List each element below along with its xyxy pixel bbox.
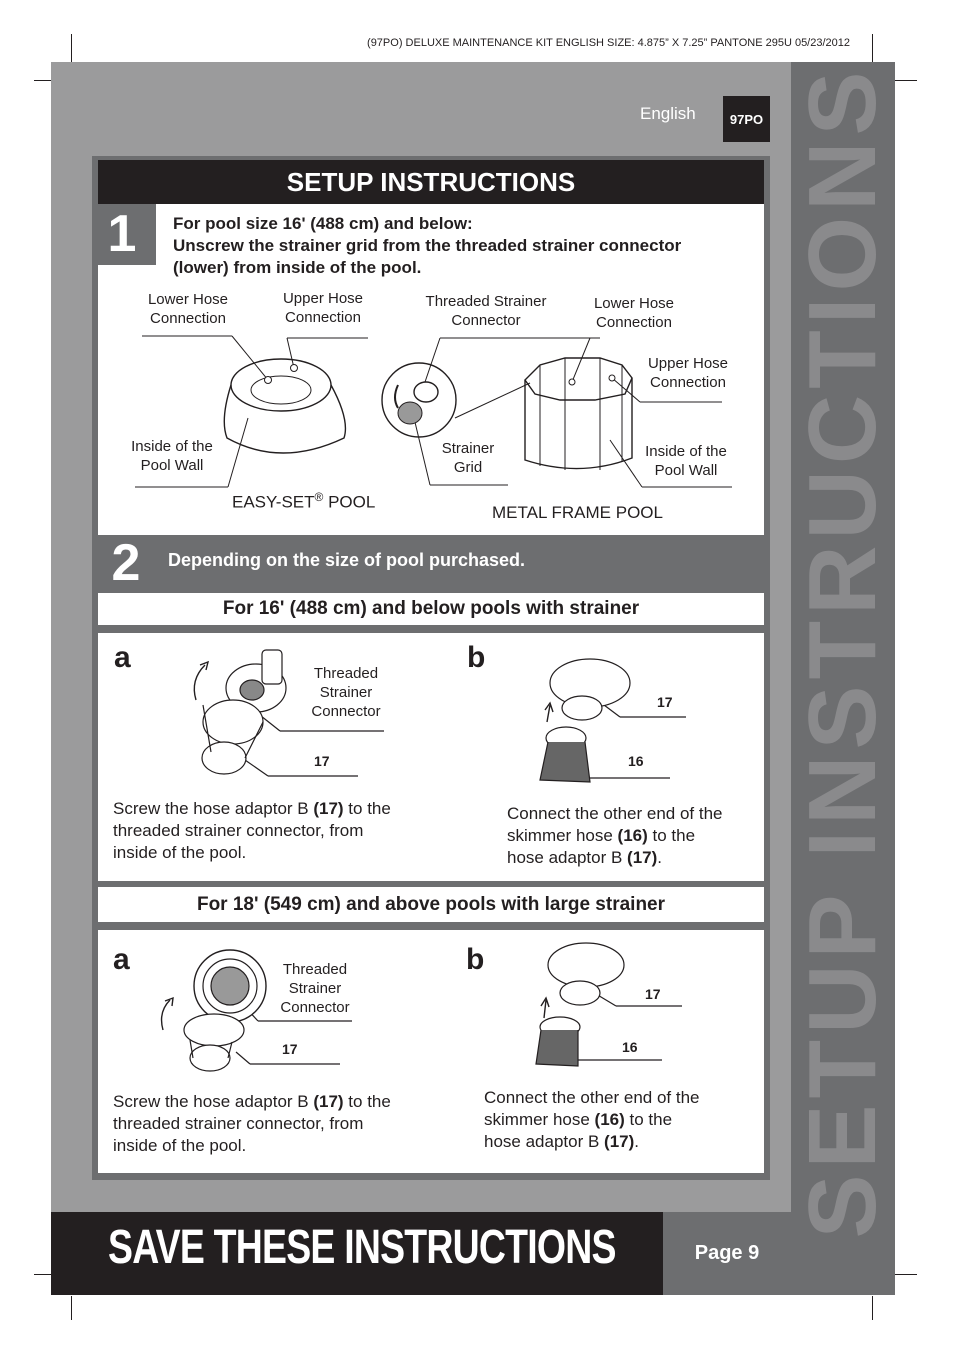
step1-number: 1 <box>107 205 137 263</box>
small-a-letter: a <box>114 641 131 674</box>
large-b-part-bottom: 16 <box>622 1039 638 1055</box>
metal-frame-caption: METAL FRAME POOL <box>492 503 663 522</box>
crop-mark <box>71 34 72 62</box>
step2-text: Depending on the size of pool purchased. <box>168 550 526 570</box>
crop-mark <box>895 1274 917 1275</box>
small-b-letter: b <box>467 641 486 674</box>
crop-mark <box>895 80 917 81</box>
easy-set-pool-caption: EASY-SET® POOL <box>232 490 376 512</box>
section-title: SETUP INSTRUCTIONS <box>98 160 764 204</box>
small-b-part-bottom: 16 <box>628 753 644 769</box>
step2-number: 2 <box>111 534 141 592</box>
large-pools-title-box <box>98 887 764 922</box>
crop-mark <box>34 80 62 81</box>
print-header: (97PO) DELUXE MAINTENANCE KIT ENGLISH SI… <box>367 37 850 49</box>
language-label: English <box>640 104 696 123</box>
step2-bar <box>98 535 764 591</box>
save-instructions-banner: SAVE THESE INSTRUCTIONS <box>108 1221 616 1274</box>
crop-mark <box>872 34 873 62</box>
step1-line2: Unscrew the strainer grid from the threa… <box>173 236 682 255</box>
model-badge: 97PO <box>723 96 770 142</box>
small-b-part-top: 17 <box>657 694 673 710</box>
small-pools-title-box <box>98 593 764 625</box>
step1-box <box>98 204 764 535</box>
large-b-description: Connect the other end of the skimmer hos… <box>484 1088 700 1151</box>
crop-mark <box>872 1296 873 1320</box>
step1-instruction: For pool size 16' (488 cm) and below: Un… <box>173 213 681 279</box>
large-pools-title: For 18' (549 cm) and above pools with la… <box>196 894 666 915</box>
small-a-description: Screw the hose adaptor B (17) to the thr… <box>113 799 391 862</box>
crop-mark <box>34 1274 51 1275</box>
page-number: Page 9 <box>663 1212 791 1295</box>
crop-mark <box>71 1296 72 1320</box>
small-a-part: 17 <box>314 753 330 769</box>
step1-line3: (lower) from inside of the pool. <box>173 258 422 277</box>
side-bar: SETUP INSTRUCTIONS <box>791 62 895 1295</box>
small-pools-title: For 16' (488 cm) and below pools with st… <box>222 598 640 619</box>
large-a-letter: a <box>113 943 130 976</box>
large-a-part: 17 <box>282 1041 298 1057</box>
small-b-description: Connect the other end of the skimmer hos… <box>507 804 723 867</box>
footer-bar <box>51 1212 663 1295</box>
large-a-description: Screw the hose adaptor B (17) to the thr… <box>113 1092 391 1155</box>
step1-line1: For pool size 16' (488 cm) and below: <box>173 214 473 233</box>
large-b-letter: b <box>466 943 485 976</box>
step1-number-box <box>98 204 156 265</box>
large-b-part-top: 17 <box>645 986 661 1002</box>
